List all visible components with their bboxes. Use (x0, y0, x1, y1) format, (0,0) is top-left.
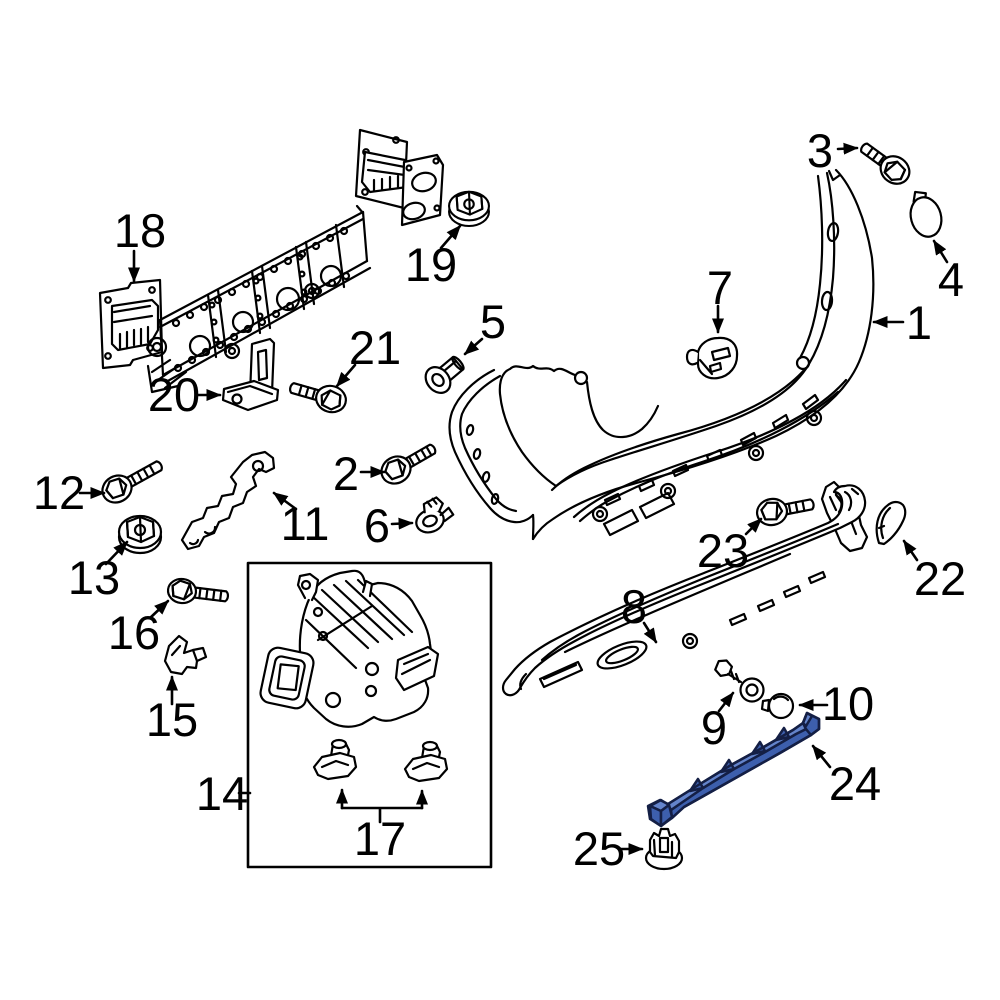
part-14-bracket (296, 569, 440, 728)
callout-7: 7 (707, 261, 733, 314)
part-17-clip-right (403, 740, 449, 783)
callout-13: 13 (68, 551, 120, 604)
callout-24: 24 (829, 757, 881, 810)
part-18-impact-bar (98, 128, 445, 394)
callout-4: 4 (938, 253, 964, 306)
callout-21: 21 (349, 321, 401, 374)
callout-19: 19 (405, 238, 457, 291)
callout-15: 15 (146, 693, 198, 746)
part-7-clip (685, 336, 739, 380)
leader-line-3 (836, 142, 859, 155)
callout-1: 1 (906, 296, 932, 349)
part-10-cap (760, 692, 795, 720)
callout-11: 11 (281, 497, 330, 550)
leader-line-16 (148, 599, 170, 620)
part-13-nut (117, 514, 163, 555)
callout-5: 5 (480, 295, 506, 348)
leader-line-9 (717, 691, 735, 713)
callout-10: 10 (822, 677, 874, 730)
part-23-bolt (755, 497, 815, 527)
part-8-valance (501, 484, 867, 697)
callout-8: 8 (621, 580, 647, 633)
part-16-bolt (166, 577, 229, 605)
callout-labels: 1 2 3 4 5 6 7 8 9 10 11 12 13 14 15 16 1… (33, 124, 966, 875)
leader-line-5 (463, 337, 484, 356)
callout-18: 18 (114, 204, 166, 257)
part-6-clip (415, 496, 455, 534)
part-21-bolt (289, 382, 347, 414)
part-11-bracket (180, 450, 276, 551)
part-24-absorber-highlighted (646, 711, 821, 828)
leader-line-4 (932, 239, 949, 264)
leader-line-6 (390, 517, 414, 530)
callout-2: 2 (333, 447, 359, 500)
callout-9: 9 (701, 701, 727, 754)
callout-17: 17 (354, 812, 406, 865)
part-20-bracket (221, 337, 280, 412)
part-3-bolt (860, 142, 911, 185)
callout-16: 16 (108, 606, 160, 659)
callout-20: 20 (148, 368, 200, 421)
part-14-kit-box (246, 561, 493, 869)
part-17-clip-left (312, 738, 358, 781)
part-5-rivet (424, 355, 465, 394)
callout-12: 12 (33, 466, 85, 519)
part-2-bolt (380, 443, 437, 485)
leader-line-8 (642, 621, 658, 644)
part-22-finisher (875, 500, 907, 546)
callout-14: 14 (196, 767, 248, 820)
callout-25: 25 (573, 822, 625, 875)
callout-22: 22 (914, 552, 966, 605)
leader-line-24 (811, 744, 832, 769)
callout-6: 6 (364, 499, 390, 552)
leader-line-17-bracket (340, 806, 424, 824)
leader-line-23 (744, 517, 763, 536)
leader-lines (78, 142, 949, 855)
callout-3: 3 (807, 124, 833, 177)
part-14-pad (259, 646, 315, 710)
part-9-tow-hook (714, 659, 765, 703)
leader-line-21 (335, 363, 357, 388)
part-25-nut (644, 827, 684, 871)
leader-line-22 (902, 539, 919, 562)
leader-line-19 (439, 224, 462, 250)
part-4-grommet (909, 190, 943, 238)
leader-line-11 (272, 491, 298, 511)
callout-23: 23 (697, 524, 749, 577)
part-19-nut (448, 190, 490, 228)
part-1-bumper-cover (448, 168, 875, 553)
leader-line-13 (104, 540, 129, 566)
part-12-bolt (101, 460, 163, 504)
part-15-clip (163, 634, 208, 676)
